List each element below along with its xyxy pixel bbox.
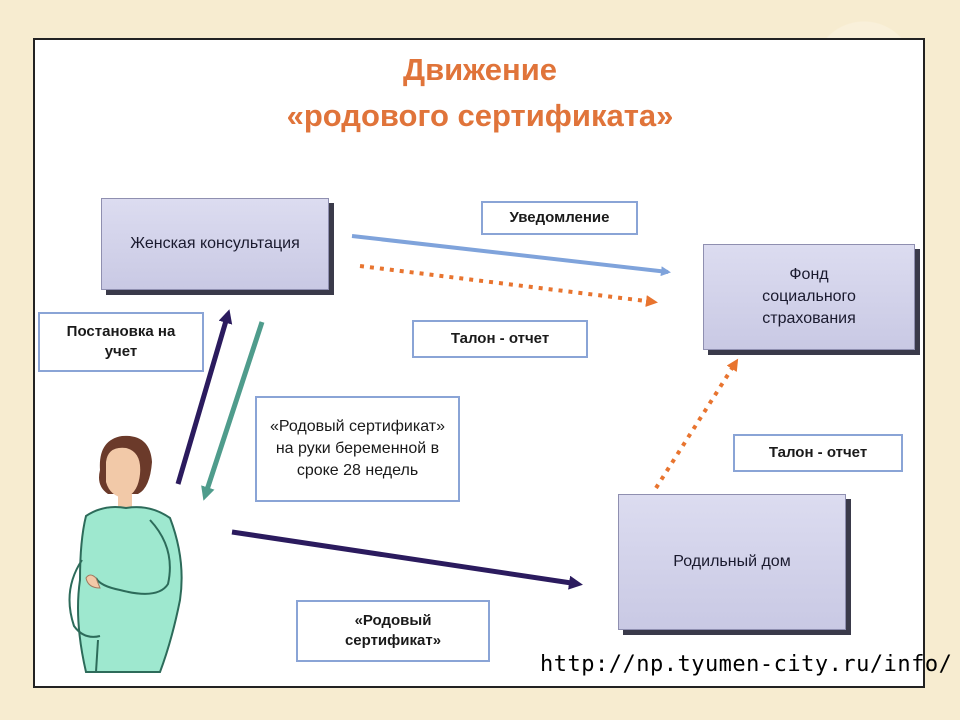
label-registration: Постановка на учет — [38, 312, 204, 372]
coupon-arrow-right — [654, 358, 739, 490]
label-coupon-report-right: Талон - отчет — [733, 434, 903, 472]
label-coupon-report-top: Талон - отчет — [412, 320, 588, 358]
coupon-arrow-top — [359, 264, 658, 307]
label-notification: Уведомление — [481, 201, 638, 235]
label-certificate: «Родовый сертификат» — [296, 600, 490, 662]
notification-arrow — [351, 234, 671, 277]
node-womens-clinic: Женская консультация — [101, 198, 329, 290]
certificate-given-arrow — [201, 321, 265, 501]
hospital-arrow — [231, 529, 583, 590]
node-social-fund: Фонд социального страхования — [703, 244, 915, 350]
title-line-1: Движение — [402, 52, 558, 87]
source-url: http://np.tyumen-city.ru/info/ — [540, 652, 953, 677]
label-certificate-given: «Родовый сертификат» на руки беременной … — [255, 396, 460, 502]
registration-arrow — [175, 309, 233, 485]
node-maternity-hospital: Родильный дом — [618, 494, 846, 630]
title-line-2: «родового сертификата» — [286, 98, 674, 133]
pregnant-woman-icon — [68, 435, 183, 673]
